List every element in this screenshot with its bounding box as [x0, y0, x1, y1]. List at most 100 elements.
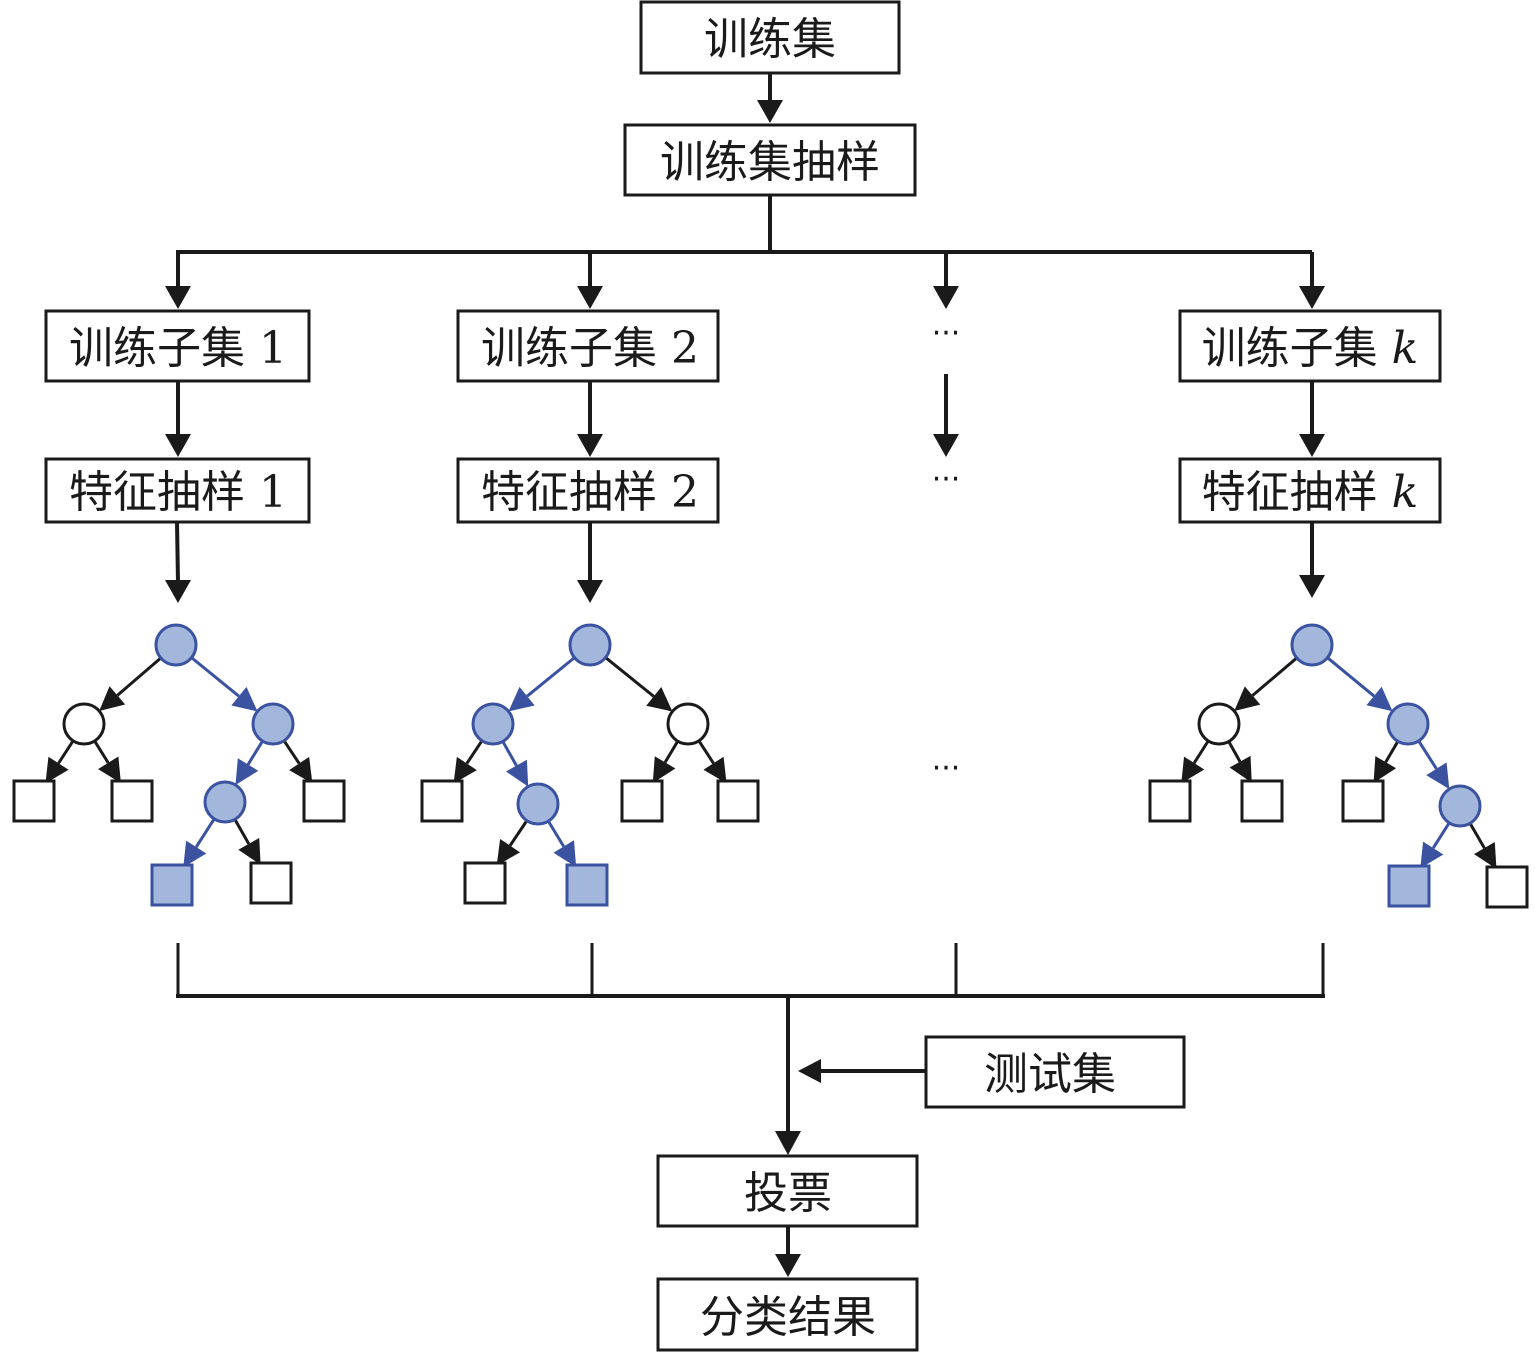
- arrowhead-icon: [165, 580, 191, 603]
- leaf-node-active: [150, 863, 194, 907]
- tree-k: [1148, 623, 1529, 909]
- classification-result-label: 分类结果: [700, 1292, 876, 1343]
- leaf-node: [620, 779, 664, 823]
- decision-node-active: [568, 623, 612, 667]
- tree-2: [420, 623, 760, 907]
- arrowhead-icon: [1299, 434, 1325, 457]
- arrowhead-icon: [703, 756, 727, 784]
- arrowhead-icon: [1426, 762, 1450, 790]
- arrowhead-icon: [775, 1254, 801, 1277]
- arrowhead-icon: [775, 1131, 801, 1155]
- tree-edge: [697, 739, 727, 784]
- leaf-node: [249, 861, 293, 905]
- arrowhead-icon: [652, 756, 676, 783]
- tree-edge: [233, 818, 261, 865]
- tree-edge: [604, 656, 673, 712]
- classification-result-box: 分类结果: [656, 1277, 919, 1352]
- tree-edge: [652, 740, 680, 783]
- leaf-node: [1485, 865, 1529, 909]
- branch-2: 训练子集 2 特征抽样 2: [456, 309, 720, 603]
- arrowhead-icon: [1474, 842, 1497, 869]
- ellipsis-subset: ···: [932, 316, 961, 351]
- training-subset-k-box: [1178, 309, 1442, 383]
- test-set-box: 测试集: [798, 1035, 1186, 1109]
- decision-node-active: [471, 702, 515, 746]
- arrowhead-icon: [1299, 575, 1325, 598]
- feature-sampling-2-label: 特征抽样 2: [481, 467, 699, 518]
- leaf-node: [463, 861, 507, 905]
- tree-edge: [508, 656, 576, 712]
- aggregation-connector: [176, 943, 1325, 1155]
- voting-label: 投票: [744, 1168, 832, 1219]
- ellipsis-column: ··· ··· ···: [932, 316, 961, 786]
- arrowhead-icon: [183, 840, 207, 868]
- tree-1: [12, 623, 346, 907]
- arrowhead-icon: [577, 434, 603, 457]
- arrowhead-icon: [99, 686, 126, 711]
- arrowhead-icon: [1299, 286, 1325, 309]
- tree-edge: [1373, 740, 1400, 783]
- arrowhead-icon: [231, 686, 258, 712]
- arrowhead-icon: [553, 840, 577, 868]
- decision-node-active: [1438, 784, 1482, 828]
- arrowhead-icon: [1229, 755, 1252, 783]
- leaf-node: [1240, 779, 1284, 823]
- leaf-node: [1148, 779, 1192, 823]
- tree-edge: [1181, 740, 1210, 784]
- decision-node: [62, 702, 106, 746]
- training-subset-k-label: 训练子集 k: [1202, 323, 1419, 374]
- arrowhead-icon: [45, 756, 69, 784]
- decision-node: [1197, 702, 1241, 746]
- decision-node: [666, 702, 710, 746]
- arrowhead-icon: [235, 758, 259, 785]
- feature-sampling-1-box: [44, 457, 311, 524]
- ellipsis-feature: ···: [932, 462, 961, 497]
- arrowhead-icon: [453, 756, 477, 784]
- training-set-sampling-box: 训练集抽样: [623, 123, 917, 197]
- tree-edge: [1227, 740, 1252, 783]
- voting-box: 投票: [656, 1154, 919, 1277]
- training-subset-1-box: [44, 309, 311, 383]
- arrowhead-icon: [165, 434, 191, 457]
- tree-edge: [1468, 822, 1497, 869]
- tree-edge: [547, 820, 577, 868]
- tree-edge: [501, 740, 529, 787]
- decision-node-active: [1290, 623, 1334, 667]
- leaf-node: [420, 779, 464, 823]
- feature-sampling-1-label: 特征抽样 1: [69, 467, 287, 518]
- decision-node-active: [203, 780, 247, 824]
- training-set-sampling-label: 训练集抽样: [660, 137, 880, 188]
- tree-edge: [1417, 740, 1450, 790]
- arrowhead-icon: [289, 756, 313, 784]
- arrowhead-icon: [1420, 841, 1444, 869]
- arrowhead-icon: [1181, 756, 1205, 784]
- arrowhead-icon: [1234, 686, 1261, 712]
- arrowhead-icon: [798, 1059, 821, 1083]
- arrowhead-icon: [577, 580, 603, 603]
- training-subset-2-box: [456, 309, 720, 383]
- tree-edge: [1420, 822, 1451, 869]
- leaf-node-active: [565, 863, 609, 907]
- test-set-label: 测试集: [984, 1049, 1116, 1100]
- tree-edge: [1234, 656, 1298, 712]
- training-set-box: 训练集: [639, 0, 901, 75]
- tree-edge: [93, 740, 121, 784]
- decision-node-active: [154, 623, 198, 667]
- leaf-node: [110, 779, 154, 823]
- arrowhead-icon: [646, 687, 673, 712]
- feature-sampling-k-label: 特征抽样 k: [1202, 467, 1419, 518]
- tree-edge: [453, 739, 484, 784]
- arrowhead-icon: [1366, 686, 1393, 712]
- decision-node-active: [251, 702, 295, 746]
- decision-trees: [12, 623, 1529, 909]
- training-subset-2-label: 训练子集 2: [481, 323, 699, 374]
- tree-edge: [1326, 656, 1393, 712]
- decision-node-active: [1386, 702, 1430, 746]
- tree-edge: [282, 739, 313, 784]
- leaf-node: [716, 779, 760, 823]
- branch-k: 训练子集 k 特征抽样 k: [1178, 309, 1442, 598]
- tree-edge: [496, 819, 529, 866]
- leaf-node: [1341, 779, 1385, 823]
- arrow-to-sampling: [757, 73, 783, 123]
